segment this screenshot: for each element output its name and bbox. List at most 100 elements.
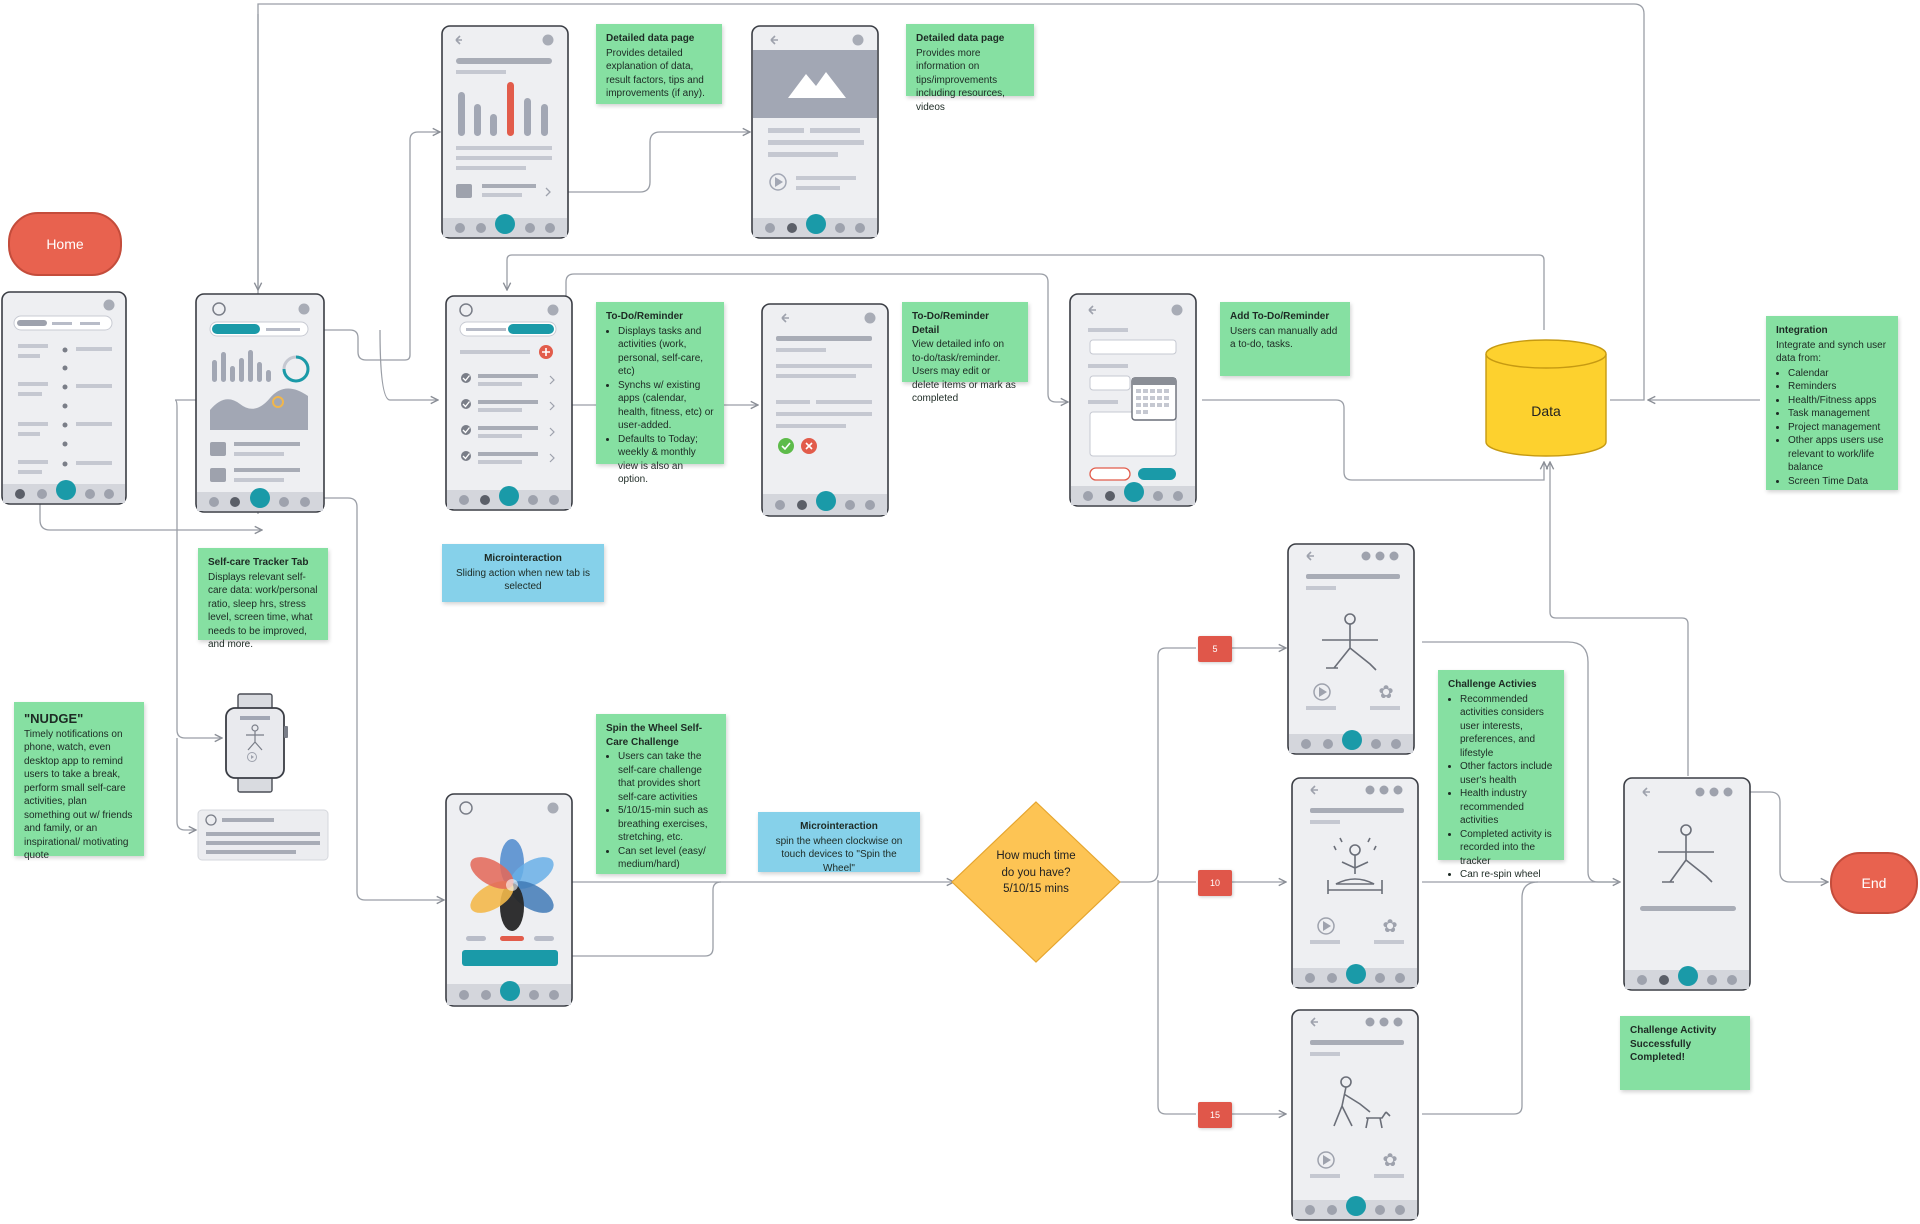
- note-detailed-data-2: Detailed data page Provides more informa…: [906, 24, 1034, 113]
- phone-todo: [445, 295, 573, 511]
- note-title: To-Do/Reminder Detail: [912, 311, 990, 336]
- phone-tracker: [195, 293, 325, 513]
- note-spin-wheel: Spin the Wheel Self-Care Challenge Users…: [596, 714, 726, 874]
- flower-icon: ✿: [1382, 916, 1397, 936]
- note-title: Microinteraction: [484, 553, 562, 564]
- note-body: Users can manually add a to-do, tasks.: [1230, 325, 1338, 351]
- note-challenge-activities: Challenge Activies Recommended activitie…: [1438, 670, 1564, 880]
- dog-walk-figure-icon: [1333, 1076, 1391, 1129]
- note-tracker: Self-care Tracker Tab Displays relevant …: [198, 548, 328, 650]
- note-nudge: "NUDGE" Timely notifications on phone, w…: [14, 702, 144, 861]
- note-add-todo: Add To-Do/Reminder Users can manually ad…: [1220, 302, 1350, 376]
- note-bullet: Task management: [1788, 407, 1888, 421]
- play-icon: [1317, 1151, 1335, 1169]
- back-arrow-icon: [770, 35, 778, 45]
- note-bullet: Project management: [1788, 421, 1888, 435]
- back-arrow-icon: [1310, 1017, 1318, 1027]
- play-icon: [1313, 683, 1331, 701]
- note-title: Add To-Do/Reminder: [1230, 311, 1330, 322]
- note-bullet: Completed activity is recorded into the …: [1460, 828, 1554, 869]
- note-bullet: Other apps users use relevant to work/li…: [1788, 434, 1888, 475]
- note-body: View detailed info on to-do/task/reminde…: [912, 339, 1016, 404]
- note-body: Provides detailed explanation of data, r…: [606, 47, 705, 100]
- note-microinteraction-tab: Microinteraction Sliding action when new…: [442, 544, 604, 602]
- note-microinteraction-spin: Microinteraction spin the wheen clockwis…: [758, 812, 920, 874]
- yoga-figure-icon: [246, 724, 264, 751]
- note-title: Challenge Activies: [1448, 679, 1537, 690]
- note-bullet: Reminders: [1788, 380, 1888, 394]
- complete-check-icon: [778, 438, 794, 454]
- phone-home: [1, 291, 127, 505]
- note-title: To-Do/Reminder: [606, 311, 684, 322]
- end-terminal: End: [1830, 852, 1918, 914]
- play-icon: [769, 173, 787, 191]
- note-body: Timely notifications on phone, watch, ev…: [24, 728, 133, 862]
- note-bullet: Other factors include user's health: [1460, 760, 1554, 787]
- desktop-notification: [197, 809, 329, 861]
- note-bullet: Displays tasks and activities (work, per…: [618, 325, 714, 379]
- note-title: Spin the Wheel Self-Care Challenge: [606, 723, 703, 748]
- flower-icon: ✿: [1382, 1150, 1397, 1170]
- back-arrow-icon: [781, 313, 789, 323]
- phone-todo-detail: [761, 303, 889, 517]
- meditation-figure-icon: [1327, 837, 1383, 894]
- connectors: [39, 3, 1828, 1114]
- yoga-figure-icon: [1658, 824, 1714, 883]
- spin-wheel-icon: [470, 839, 554, 931]
- phone-detailed-data-1: [441, 25, 569, 239]
- mountain-image-icon: [788, 72, 846, 98]
- note-challenge-completed: Challenge Activity Successfully Complete…: [1620, 1016, 1750, 1090]
- time-badge-15: 15: [1198, 1102, 1232, 1128]
- time-badge-10: 10: [1198, 870, 1232, 896]
- note-body: spin the wheen clockwise on touch device…: [775, 835, 903, 874]
- note-bullet: Defaults to Today; weekly & monthly view…: [618, 433, 714, 487]
- note-bullet: Can re-spin wheel: [1460, 868, 1554, 882]
- note-bullet: Screen Time Data: [1788, 475, 1888, 489]
- decision-diamond: [951, 801, 1121, 963]
- note-title: Detailed data page: [916, 33, 1005, 44]
- yoga-figure-icon: [1322, 613, 1378, 671]
- note-bullet: Users can take the self-care challenge t…: [618, 750, 716, 804]
- flower-icon: ✿: [1378, 682, 1393, 702]
- watch-icon: [225, 693, 288, 793]
- note-bullet: 5/10/15-min such as breathing exercises,…: [618, 804, 716, 845]
- note-detailed-data-1: Detailed data page Provides detailed exp…: [596, 24, 722, 104]
- note-body: Displays relevant self-care data: work/p…: [208, 571, 318, 651]
- note-todo: To-Do/Reminder Displays tasks and activi…: [596, 302, 724, 485]
- calendar-icon: [1131, 377, 1177, 421]
- back-arrow-icon: [1088, 305, 1096, 315]
- note-body: Sliding action when new tab is selected: [456, 567, 590, 593]
- note-body: Integrate and synch user data from:: [1776, 339, 1887, 365]
- note-integration: Integration Integrate and synch user dat…: [1766, 316, 1898, 490]
- note-title: Detailed data page: [606, 33, 695, 44]
- play-icon: [1317, 917, 1335, 935]
- note-title: Self-care Tracker Tab: [208, 557, 309, 568]
- note-bullet: Synchs w/ existing apps (calendar, healt…: [618, 379, 714, 433]
- phone-activity-15: ✿: [1291, 1009, 1419, 1221]
- start-terminal: Home: [8, 212, 122, 276]
- time-badge-5: 5: [1198, 636, 1232, 662]
- end-label: End: [1861, 875, 1887, 891]
- back-arrow-icon: [1306, 551, 1314, 561]
- phone-add-todo: [1069, 293, 1197, 507]
- note-title: "NUDGE": [24, 711, 84, 726]
- data-store: [1485, 339, 1607, 457]
- decision-label: How much time do you have? 5/10/15 mins: [996, 850, 1076, 896]
- note-bullet: Calendar: [1788, 367, 1888, 381]
- note-body: Provides more information on tips/improv…: [916, 47, 1005, 113]
- back-arrow-icon: [455, 35, 462, 45]
- note-title: Integration: [1776, 325, 1828, 336]
- note-title: Challenge Activity Successfully Complete…: [1630, 1025, 1717, 1063]
- note-todo-detail: To-Do/Reminder Detail View detailed info…: [902, 302, 1028, 404]
- data-store-label: Data: [1531, 403, 1561, 419]
- phone-detailed-data-2: [751, 25, 879, 239]
- phone-completed: [1623, 777, 1751, 991]
- note-bullet: Health industry recommended activities: [1460, 787, 1554, 828]
- note-bullet: Can set level (easy/ medium/hard): [618, 845, 716, 872]
- phone-activity-10: ✿: [1291, 777, 1419, 989]
- back-arrow-icon: [1310, 785, 1318, 795]
- note-title: Microinteraction: [800, 821, 878, 832]
- phone-spin-wheel: [445, 793, 573, 1007]
- check-icon: [461, 373, 471, 461]
